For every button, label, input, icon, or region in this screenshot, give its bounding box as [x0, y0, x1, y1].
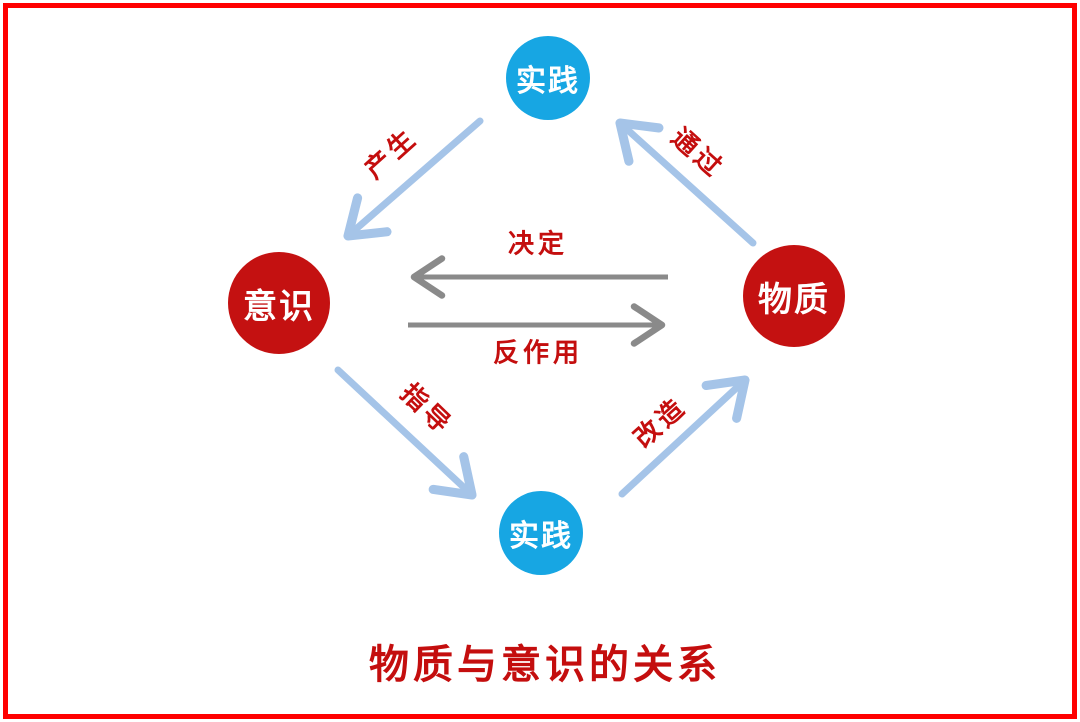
node-practice-top-label: 实践 — [516, 65, 580, 98]
node-matter: 物质 — [743, 245, 845, 347]
diagram-title: 物质与意识的关系 — [369, 643, 721, 687]
edge-label-counteract: 反作用 — [492, 337, 584, 368]
node-consciousness-label: 意识 — [243, 287, 315, 326]
node-matter-label: 物质 — [758, 280, 830, 319]
arrow-produce — [343, 117, 484, 241]
edge-label-determine: 决定 — [507, 228, 569, 259]
node-practice-top: 实践 — [506, 36, 590, 120]
node-practice-bottom-label: 实践 — [509, 520, 573, 553]
arrow-guide — [334, 366, 477, 500]
node-practice-bottom: 实践 — [499, 491, 583, 575]
node-consciousness: 意识 — [228, 252, 330, 354]
arrow-through — [615, 118, 757, 247]
arrow-transform — [618, 375, 750, 498]
